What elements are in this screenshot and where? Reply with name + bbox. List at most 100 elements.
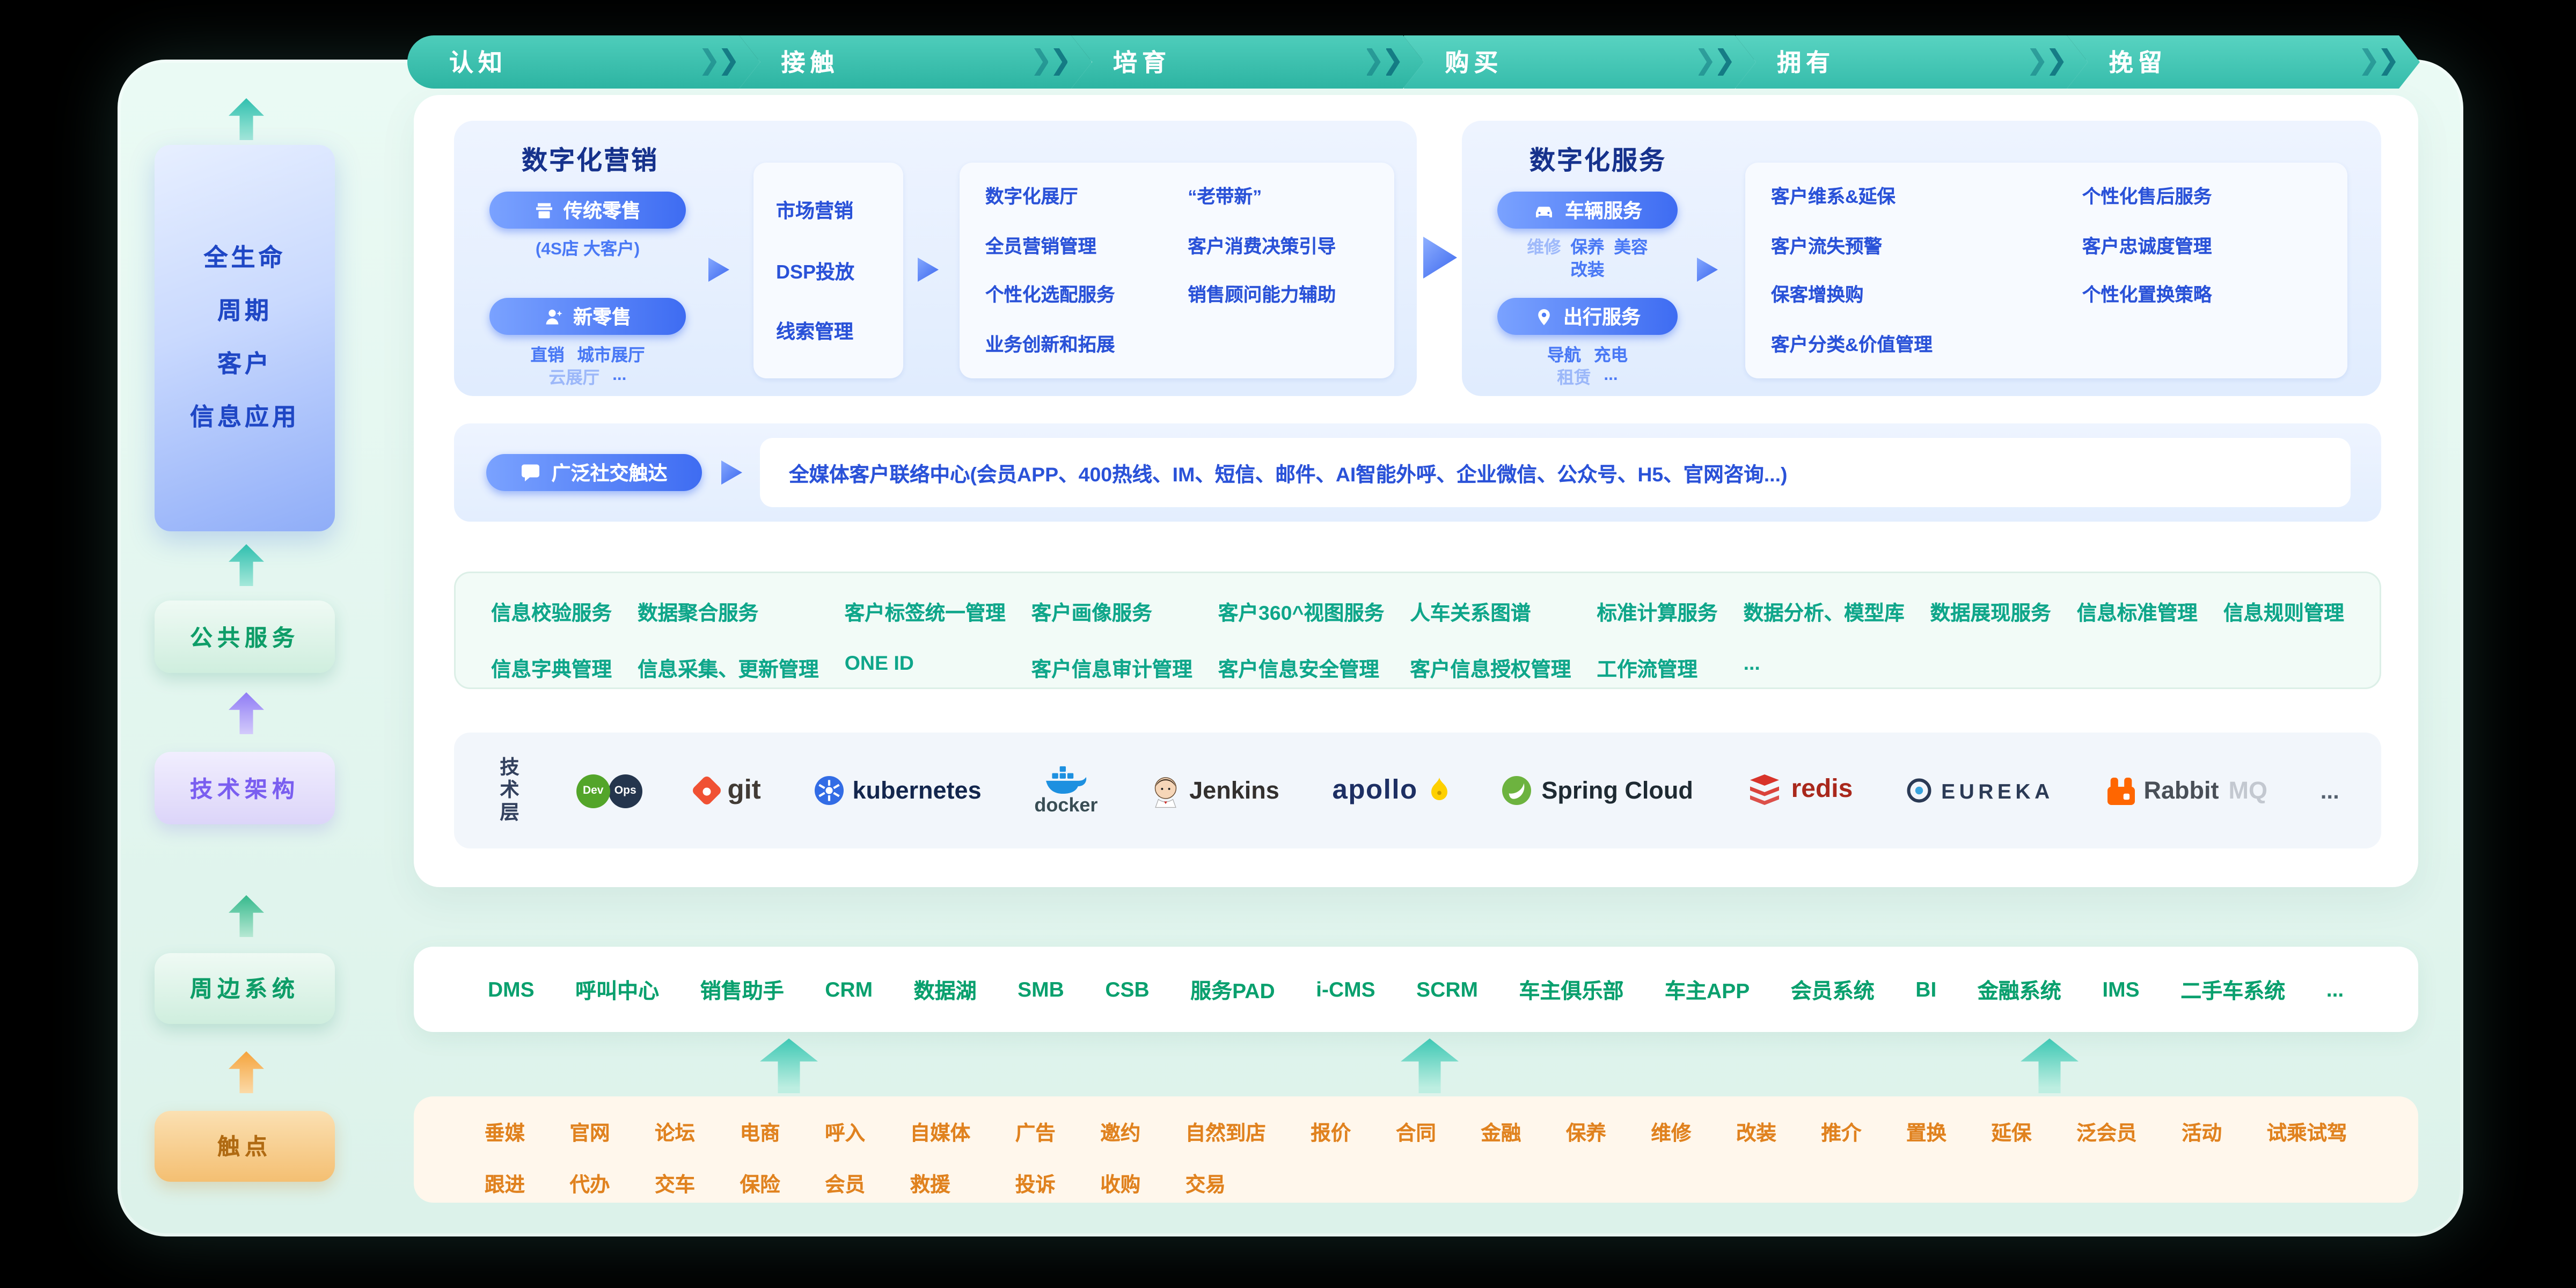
peripheral-system-item: BI <box>1915 977 1937 1001</box>
peripheral-system-item: 车主APP <box>1665 979 1750 1003</box>
public-service-item: 信息规则管理 <box>2223 602 2344 625</box>
travel-services-button[interactable]: 出行服务 <box>1497 298 1678 335</box>
peripheral-system-item: i-CMS <box>1316 977 1375 1001</box>
public-service-item: 人车关系图谱 <box>1410 602 1531 625</box>
rabbitmq-mq-wordmark: MQ <box>2228 777 2268 804</box>
public-service-item: 标准计算服务 <box>1597 602 1718 625</box>
person-star-icon <box>546 309 562 324</box>
sub-label: 维修 <box>1527 238 1561 258</box>
digital-marketing-panel: 数字化营销 传统零售 (4S店 大客户) 新零售 直销城市展厅 云展厅... 市… <box>454 121 1417 396</box>
peripheral-system-item: CRM <box>825 977 873 1001</box>
public-service-item: 客户画像服务 <box>1031 602 1152 625</box>
marketing-process-item: 市场营销 <box>776 199 854 222</box>
marketing-outcome-item: 个性化选配服务 <box>985 287 1115 306</box>
peripheral-system-item: CSB <box>1105 977 1150 1001</box>
location-pin-icon <box>1538 308 1550 325</box>
public-service-item: 信息字典管理 <box>491 658 612 681</box>
redis-logo: redis <box>1746 774 1853 807</box>
stage-contact: 接触 <box>740 35 1093 89</box>
kubernetes-logo: kubernetes <box>814 776 982 805</box>
rabbitmq-wordmark: Rabbit <box>2143 777 2219 804</box>
chevron-separator-icon <box>702 35 736 89</box>
marketing-outcome-box: 数字化展厅全员营销管理个性化选配服务业务创新和拓展 “老带新”客户消费决策引导销… <box>960 163 1394 378</box>
kubernetes-wordmark: kubernetes <box>852 777 982 804</box>
digital-services-panel: 数字化服务 车辆服务 维修保养美容 改装 出行服务 导航充电 租赁... 客户维… <box>1462 121 2381 396</box>
peripheral-system-item: 服务PAD <box>1190 979 1275 1003</box>
flow-arrow-right <box>708 258 729 282</box>
touchpoint-item: 跟进 <box>485 1173 525 1196</box>
new-retail-button[interactable]: 新零售 <box>489 298 686 335</box>
peripheral-system-item: 金融系统 <box>1977 979 2061 1003</box>
peripheral-system-item: IMS <box>2102 977 2140 1001</box>
touchpoint-item: 交车 <box>655 1173 696 1196</box>
flow-arrow-right <box>918 258 939 282</box>
spring-cloud-wordmark: Spring Cloud <box>1541 777 1693 804</box>
touchpoint-item: 邀约 <box>1100 1122 1141 1145</box>
lifecycle-stage-ribbon: 认知 接触 培育 购买 拥有 挽留 <box>407 35 2420 89</box>
stage-label: 培育 <box>1113 50 1172 77</box>
touchpoint-item: 金融 <box>1481 1122 1521 1145</box>
peripheral-system-item: SMB <box>1018 977 1064 1001</box>
public-services-label: 公共服务 <box>190 624 299 650</box>
services-outcome-item: 保客增换购 <box>1771 287 1864 306</box>
traditional-retail-button[interactable]: 传统零售 <box>489 192 686 229</box>
git-logo: git <box>690 774 761 807</box>
public-service-item: ONE ID <box>844 652 914 675</box>
services-outcome-item: 个性化置换策略 <box>2082 287 2212 306</box>
public-service-item: 数据分析、模型库 <box>1743 602 1905 625</box>
marketing-outcome-item: “老带新” <box>1188 188 1262 208</box>
touchpoint-item: 代办 <box>569 1173 610 1196</box>
touchpoint-item: 推介 <box>1821 1122 1862 1145</box>
jenkins-logo: Jenkins <box>1151 774 1279 808</box>
services-outcome-box: 客户维系&延保客户流失预警保客增换购客户分类&价值管理 个性化售后服务客户忠诚度… <box>1745 163 2347 378</box>
public-service-item: 客户信息安全管理 <box>1218 658 1379 681</box>
storefront-icon <box>536 202 552 218</box>
sub-label: 导航 <box>1547 346 1581 365</box>
touchpoint-item: 自然到店 <box>1185 1122 1266 1145</box>
touchpoint-item: 保险 <box>740 1173 780 1196</box>
touchpoint-item: 广告 <box>1015 1122 1056 1145</box>
peripheral-system-item: 销售助手 <box>700 979 784 1003</box>
apollo-wordmark: apollo <box>1332 774 1418 805</box>
touchpoint-item: 自媒体 <box>910 1122 971 1145</box>
spring-cloud-logo: Spring Cloud <box>1503 776 1693 805</box>
public-service-item: 信息校验服务 <box>491 602 612 625</box>
public-service-item: 客户360^视图服务 <box>1218 602 1385 625</box>
services-outcome-item: 个性化售后服务 <box>2082 188 2212 208</box>
touchpoint-item: 延保 <box>1991 1122 2032 1145</box>
marketing-outcome-item: 数字化展厅 <box>985 188 1078 208</box>
sub-label: 云展厅 <box>548 369 600 388</box>
chevron-separator-icon <box>2362 35 2396 89</box>
car-icon <box>1535 206 1552 217</box>
marketing-outcome-item: 业务创新和拓展 <box>985 336 1115 356</box>
touchpoint-item: 电商 <box>740 1122 780 1145</box>
chat-bubble-icon <box>522 464 540 481</box>
digital-marketing-title: 数字化营销 <box>522 148 659 175</box>
traditional-retail-label: 传统零售 <box>563 200 641 222</box>
eureka-wordmark: EUREKA <box>1941 778 2054 803</box>
touchpoint-item: 交易 <box>1185 1173 1226 1196</box>
stage-label: 拥有 <box>1777 50 1835 77</box>
peripheral-system-item: 二手车系统 <box>2180 979 2286 1003</box>
social-reach-button[interactable]: 广泛社交触达 <box>486 454 702 491</box>
sub-label: 充电 <box>1594 346 1628 365</box>
jenkins-wordmark: Jenkins <box>1189 777 1279 804</box>
sub-label: 城市展厅 <box>577 346 645 365</box>
peripheral-system-item: 呼叫中心 <box>575 979 660 1003</box>
vehicle-services-button[interactable]: 车辆服务 <box>1497 192 1678 229</box>
flow-arrow-right <box>721 460 742 485</box>
eureka-logo: EUREKA <box>1906 778 2054 803</box>
sub-label: ... <box>612 365 627 385</box>
marketing-outcome-item: 全员营销管理 <box>985 238 1096 258</box>
docker-wordmark: docker <box>1034 794 1098 816</box>
sidebar-tech-architecture-box: 技术架构 <box>155 752 335 824</box>
touchpoint-item: 试乘试驾 <box>2266 1122 2347 1145</box>
sub-label: 改装 <box>1570 261 1605 280</box>
touchpoint-item: 维修 <box>1651 1122 1692 1145</box>
peripheral-systems-label: 周边系统 <box>190 976 299 1001</box>
touchpoint-item: 论坛 <box>655 1122 696 1145</box>
touchpoint-item: 保养 <box>1565 1122 1606 1145</box>
